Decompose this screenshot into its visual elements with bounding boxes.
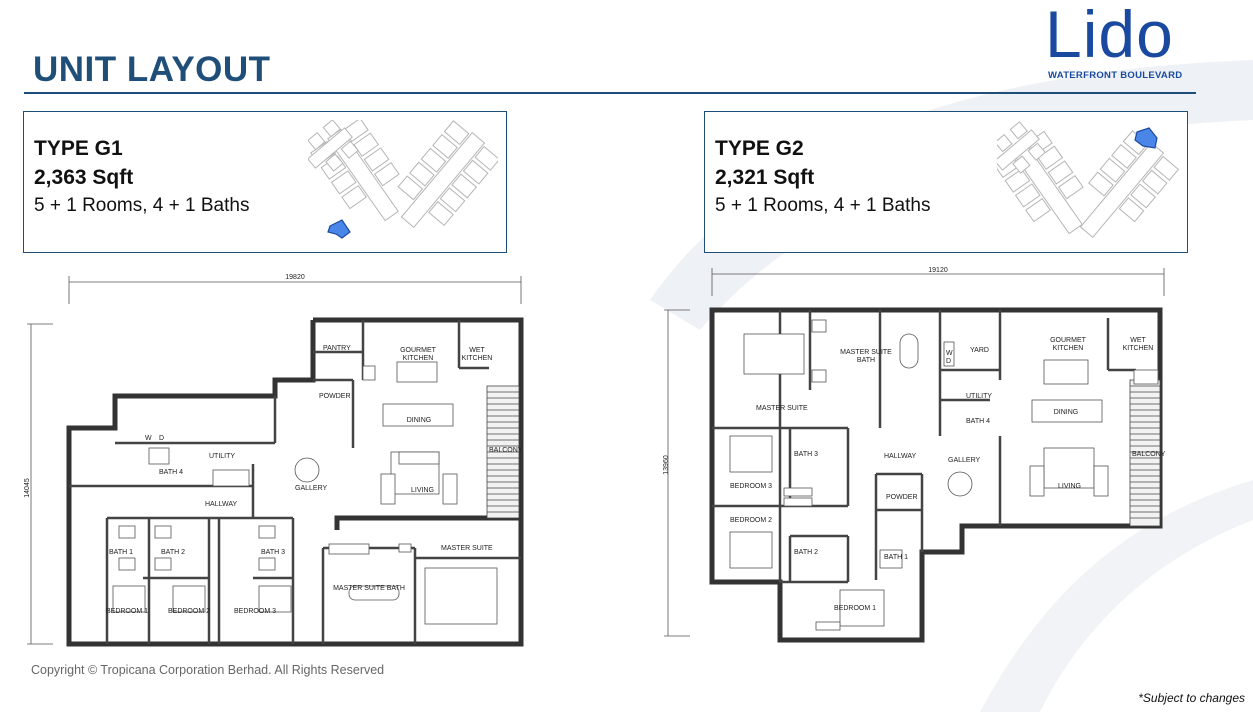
room-utility: UTILITY xyxy=(209,453,235,460)
room-bath3: BATH 3 xyxy=(261,549,285,556)
room-wet-kitchen: KITCHEN xyxy=(1123,345,1154,352)
dimension-width: 19820 xyxy=(285,274,305,281)
room-bath1: BATH 1 xyxy=(884,554,908,561)
unit-rooms: 5 + 1 Rooms, 4 + 1 Baths xyxy=(715,195,931,216)
room-gallery: GALLERY xyxy=(295,485,327,492)
unit-area: 2,363 Sqft xyxy=(34,166,134,189)
room-master-suite-bath: MASTER SUITE BATH xyxy=(333,585,405,592)
room-bath4: BATH 4 xyxy=(966,418,990,425)
room-bedroom3: BEDROOM 3 xyxy=(730,483,772,490)
room-bath2: BATH 2 xyxy=(161,549,185,556)
room-kitchen: KITCHEN xyxy=(1053,345,1084,352)
dimension-height: 14045 xyxy=(24,478,31,498)
room-wet: WET xyxy=(469,347,485,354)
highlighted-unit-marker xyxy=(1134,127,1158,149)
room-master-suite: MASTER SUITE xyxy=(441,545,493,552)
unit-info-g2: TYPE G2 2,321 Sqft 5 + 1 Rooms, 4 + 1 Ba… xyxy=(704,111,1188,253)
dimension-height: 13960 xyxy=(663,455,670,475)
room-bedroom1: BEDROOM 1 xyxy=(106,608,148,615)
room-living: LIVING xyxy=(1058,483,1081,490)
unit-area: 2,321 Sqft xyxy=(715,166,815,189)
room-gourmet: GOURMET xyxy=(400,347,437,354)
room-bath3: BATH 3 xyxy=(794,451,818,458)
room-bath2: BATH 2 xyxy=(794,549,818,556)
room-dining: DINING xyxy=(407,417,432,424)
dimension-width: 19120 xyxy=(928,267,948,274)
room-gourmet: GOURMET xyxy=(1050,337,1087,344)
room-hallway: HALLWAY xyxy=(884,453,916,460)
logo-wordmark: Lido xyxy=(1045,0,1174,71)
room-kitchen: KITCHEN xyxy=(403,355,434,362)
room-bedroom1: BEDROOM 1 xyxy=(834,605,876,612)
copyright-notice: Copyright © Tropicana Corporation Berhad… xyxy=(31,663,385,677)
lido-logo: Lido WATERFRONT BOULEVARD xyxy=(1042,0,1198,84)
unit-type: TYPE G1 xyxy=(34,137,123,160)
appliance-d: D xyxy=(159,435,164,442)
room-yard: YARD xyxy=(970,347,989,354)
floor-plan-g2: 19120 13960 xyxy=(660,260,1195,650)
appliance-w: W xyxy=(946,350,953,357)
unit-type: TYPE G2 xyxy=(715,137,804,160)
room-dining: DINING xyxy=(1054,409,1079,416)
room-balcony: BALCONY xyxy=(489,447,523,454)
room-bath1: BATH 1 xyxy=(109,549,133,556)
floor-plan-g1: 19820 14045 xyxy=(23,268,531,648)
room-balcony: BALCONY xyxy=(1132,451,1166,458)
room-wet: WET xyxy=(1130,337,1146,344)
unit-info-g1: TYPE G1 2,363 Sqft 5 + 1 Rooms, 4 + 1 Ba… xyxy=(23,111,507,253)
room-hallway: HALLWAY xyxy=(205,501,237,508)
room-wet-kitchen: KITCHEN xyxy=(462,355,493,362)
appliance-d: D xyxy=(946,358,951,365)
room-master-suite-bath-line1: MASTER SUITE xyxy=(840,349,892,356)
room-powder: POWDER xyxy=(886,494,918,501)
room-bath4: BATH 4 xyxy=(159,469,183,476)
key-plan-g1 xyxy=(308,120,498,239)
room-bedroom2: BEDROOM 2 xyxy=(168,608,210,615)
room-gallery: GALLERY xyxy=(948,457,980,464)
highlighted-unit-marker xyxy=(327,219,351,239)
room-living: LIVING xyxy=(411,487,434,494)
unit-rooms: 5 + 1 Rooms, 4 + 1 Baths xyxy=(34,195,250,216)
room-master-suite-bath-line2: BATH xyxy=(857,357,875,364)
room-bedroom3: BEDROOM 3 xyxy=(234,608,276,615)
room-pantry: PANTRY xyxy=(323,345,351,352)
page-title: UNIT LAYOUT xyxy=(33,50,271,89)
title-underline xyxy=(24,92,1196,94)
room-powder: POWDER xyxy=(319,393,351,400)
room-master-suite: MASTER SUITE xyxy=(756,405,808,412)
disclaimer-note: *Subject to changes xyxy=(1138,691,1245,705)
appliance-w: W xyxy=(145,435,152,442)
key-plan-g2 xyxy=(997,121,1180,238)
logo-tagline: WATERFRONT BOULEVARD xyxy=(1048,70,1183,81)
room-bedroom2: BEDROOM 2 xyxy=(730,517,772,524)
room-utility: UTILITY xyxy=(966,393,992,400)
